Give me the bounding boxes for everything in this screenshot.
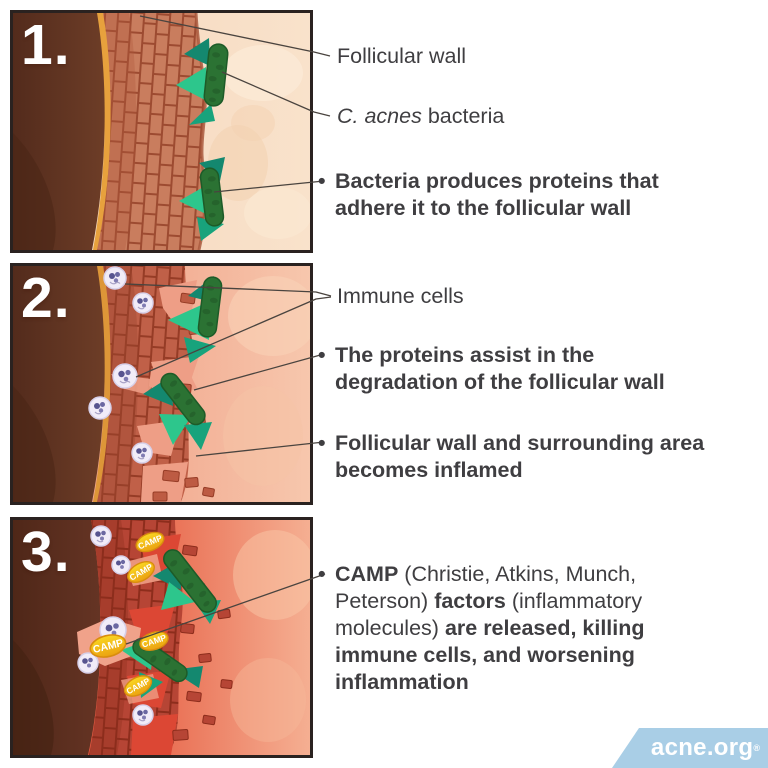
panel-3: CAMP CAMP CAMP CAMP CAMP 3. bbox=[10, 517, 313, 758]
step-number-2: 2. bbox=[21, 266, 71, 330]
step-number-1: 1. bbox=[21, 13, 71, 77]
acne-org-logo: acne.org® bbox=[612, 728, 768, 768]
dermis-shadow bbox=[13, 133, 56, 250]
bacterium bbox=[160, 372, 206, 426]
bullet-dot: • bbox=[318, 343, 326, 367]
logo-text: acne.org bbox=[650, 734, 754, 761]
bullet-dot: • bbox=[318, 431, 326, 455]
label-follicular-wall: Follicular wall bbox=[337, 44, 467, 68]
bullet-dot: • bbox=[318, 562, 326, 586]
bullet-adhere: • Bacteria produces proteins that adhere… bbox=[318, 169, 659, 220]
immune-cells bbox=[77, 525, 154, 726]
label-cacnes-bacteria: C. acnes bacteria bbox=[337, 104, 505, 128]
logo-registered-mark: ® bbox=[753, 743, 760, 753]
dermis-shadow bbox=[13, 640, 54, 755]
follicular-wall bbox=[97, 13, 206, 250]
bullet-dot: • bbox=[318, 169, 326, 193]
panel-2: 2. bbox=[10, 263, 313, 505]
dermis-shadow bbox=[13, 386, 56, 502]
panel-1: 1. bbox=[10, 10, 313, 253]
bullet-camp-factors: • CAMP (Christie, Atkins, Munch, Peterso… bbox=[318, 562, 645, 694]
bullet-degradation: • The proteins assist in the degradation… bbox=[318, 343, 665, 394]
step-number-3: 3. bbox=[21, 520, 71, 584]
wall-inner-shade bbox=[97, 13, 137, 250]
label-immune-cells: Immune cells bbox=[337, 284, 464, 308]
bullet-inflamed: • Follicular wall and surrounding area b… bbox=[318, 431, 705, 482]
